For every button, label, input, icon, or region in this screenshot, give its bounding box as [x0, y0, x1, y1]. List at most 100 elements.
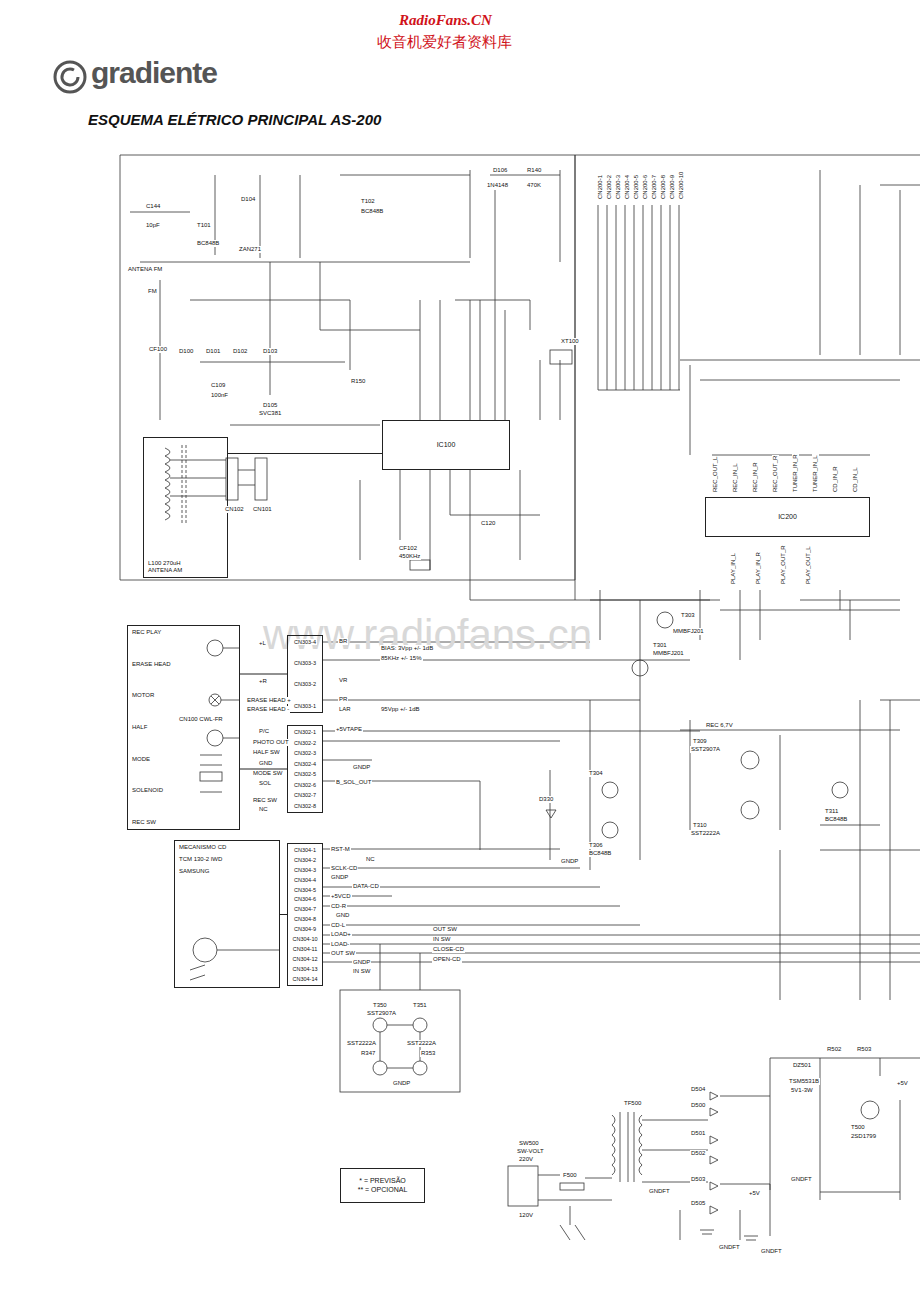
part-label: T351 [412, 1002, 428, 1009]
part-label: PR [338, 696, 348, 703]
regulator-transistor [861, 1101, 879, 1119]
pin-name: TUNER_IN_L [812, 454, 819, 493]
node-text: CN304-8 [293, 916, 317, 922]
part-label: GNDP [352, 764, 371, 771]
part-label: CN100 CWL-FR [178, 716, 224, 723]
part-label: T102 [360, 198, 376, 205]
node-text: REC SW [131, 819, 157, 826]
part-label: +5V [748, 1190, 761, 1197]
part-label: GNDFT [718, 1244, 741, 1251]
transistor-symbol [741, 801, 759, 819]
part-label: D501 [690, 1130, 706, 1137]
erase-head-cross [211, 696, 219, 704]
part-label: OUT SW [432, 926, 458, 933]
part-label: CF100 [148, 346, 168, 353]
part-label: GNDP [392, 1080, 411, 1087]
part-label: +5VCD [330, 893, 352, 900]
diagram-title: ESQUEMA ELÉTRICO PRINCIPAL AS-200 [88, 112, 381, 129]
part-label: SW500 [518, 1140, 540, 1147]
part-label: T350 [372, 1002, 388, 1009]
antenna-wiring [170, 460, 255, 496]
node-text: CN303-1 [293, 703, 317, 709]
transistor-symbol [832, 782, 848, 798]
part-label: 470K [526, 182, 542, 189]
erase-head-symbol [209, 694, 221, 706]
bus-wires [598, 205, 680, 390]
part-label: ANTENA FM [127, 266, 163, 273]
node-text: CN304-14 [291, 976, 318, 982]
pin-name: CN200-1 [597, 174, 604, 200]
pin-name: CD_IN_L [852, 466, 859, 493]
node-text: CN302-1 [293, 729, 317, 735]
part-label: C120 [480, 520, 496, 527]
part-label: +5V [896, 1080, 909, 1087]
part-label: R502 [826, 1046, 842, 1053]
node-text: CN304-10 [291, 936, 318, 942]
filter-symbol [410, 560, 430, 570]
mains-wiring [538, 1175, 612, 1240]
audio-wiring [590, 170, 920, 700]
pin-name: TUNER_IN_R [792, 453, 799, 493]
part-label: NC [365, 856, 376, 863]
part-label: B_SOL_OUT [335, 779, 372, 786]
transistor-symbol [413, 1061, 427, 1075]
part-label: BC848B [196, 240, 220, 247]
part-label: D330 [538, 796, 554, 803]
logo-swirl [62, 69, 78, 85]
tape-connector-wires [322, 642, 700, 850]
part-label: R150 [350, 378, 366, 385]
part-label: P/C [258, 728, 270, 735]
part-label: TF500 [623, 1100, 642, 1107]
node-text: REC PLAY [131, 629, 162, 636]
node-text: MOTOR [131, 692, 155, 699]
coil-core [182, 445, 186, 525]
part-label: T500 [850, 1124, 866, 1131]
connector-box: CN302-1CN302-2CN302-3CN302-4CN302-5CN302… [287, 725, 323, 813]
node-text: MODE [131, 756, 151, 763]
connector-box: CN303-4CN303-3CN303-2CN303-1 [287, 635, 323, 713]
node-text: * = PREVISÃO [358, 1177, 407, 1185]
part-label: +5VTAPE [335, 726, 363, 733]
part-label: D106 [492, 167, 508, 174]
part-label: IN SW [352, 968, 371, 975]
part-label: 100nF [210, 392, 229, 399]
cd-motor-symbol [193, 938, 217, 962]
part-label: SST2222A [346, 1040, 377, 1047]
part-label: ZAN271 [238, 246, 262, 253]
node-text: CN304-5 [293, 887, 317, 893]
part-label: GNDFT [648, 1188, 671, 1195]
part-label: 10pF [145, 222, 161, 229]
part-label: T309 [692, 738, 708, 745]
part-label: BC848B [824, 816, 848, 823]
part-label: 85KHz +/- 15% [380, 655, 423, 662]
part-label: D101 [205, 348, 221, 355]
part-label: SST2222A [690, 830, 721, 837]
pin-name: CN200-4 [624, 174, 631, 200]
part-label: NC [258, 806, 269, 813]
node-text: CN304-12 [291, 956, 318, 962]
part-label: GNDP [560, 858, 579, 865]
node-text: CN304-4 [293, 877, 317, 883]
part-label: PHOTO OUT [252, 739, 290, 746]
pin-name: PLAY_IN_L [730, 552, 737, 585]
pin-name: REC_IN_L [732, 462, 739, 493]
part-label: REC 6,7V [705, 722, 734, 729]
node-text: CN302-7 [293, 792, 317, 798]
part-label: SVC381 [258, 410, 282, 417]
part-label: MMBFJ201 [672, 628, 705, 635]
part-label: F500 [562, 1172, 578, 1179]
part-label: T304 [588, 770, 604, 777]
part-label: BC848B [360, 208, 384, 215]
site-watermark: 收音机爱好者资料库 [376, 34, 513, 51]
part-label: 5V1-3W [790, 1087, 814, 1094]
part-label: 1N4148 [486, 182, 509, 189]
part-label: CF102 [398, 545, 418, 552]
transistor-symbol [602, 782, 618, 798]
part-label: ERASE HEAD - [246, 706, 290, 713]
part-label: T301 [652, 642, 668, 649]
part-label: D504 [690, 1086, 706, 1093]
part-label: LOAD+ [330, 931, 352, 938]
note-box: * = PREVISÃO** = OPCIONAL [340, 1168, 425, 1203]
